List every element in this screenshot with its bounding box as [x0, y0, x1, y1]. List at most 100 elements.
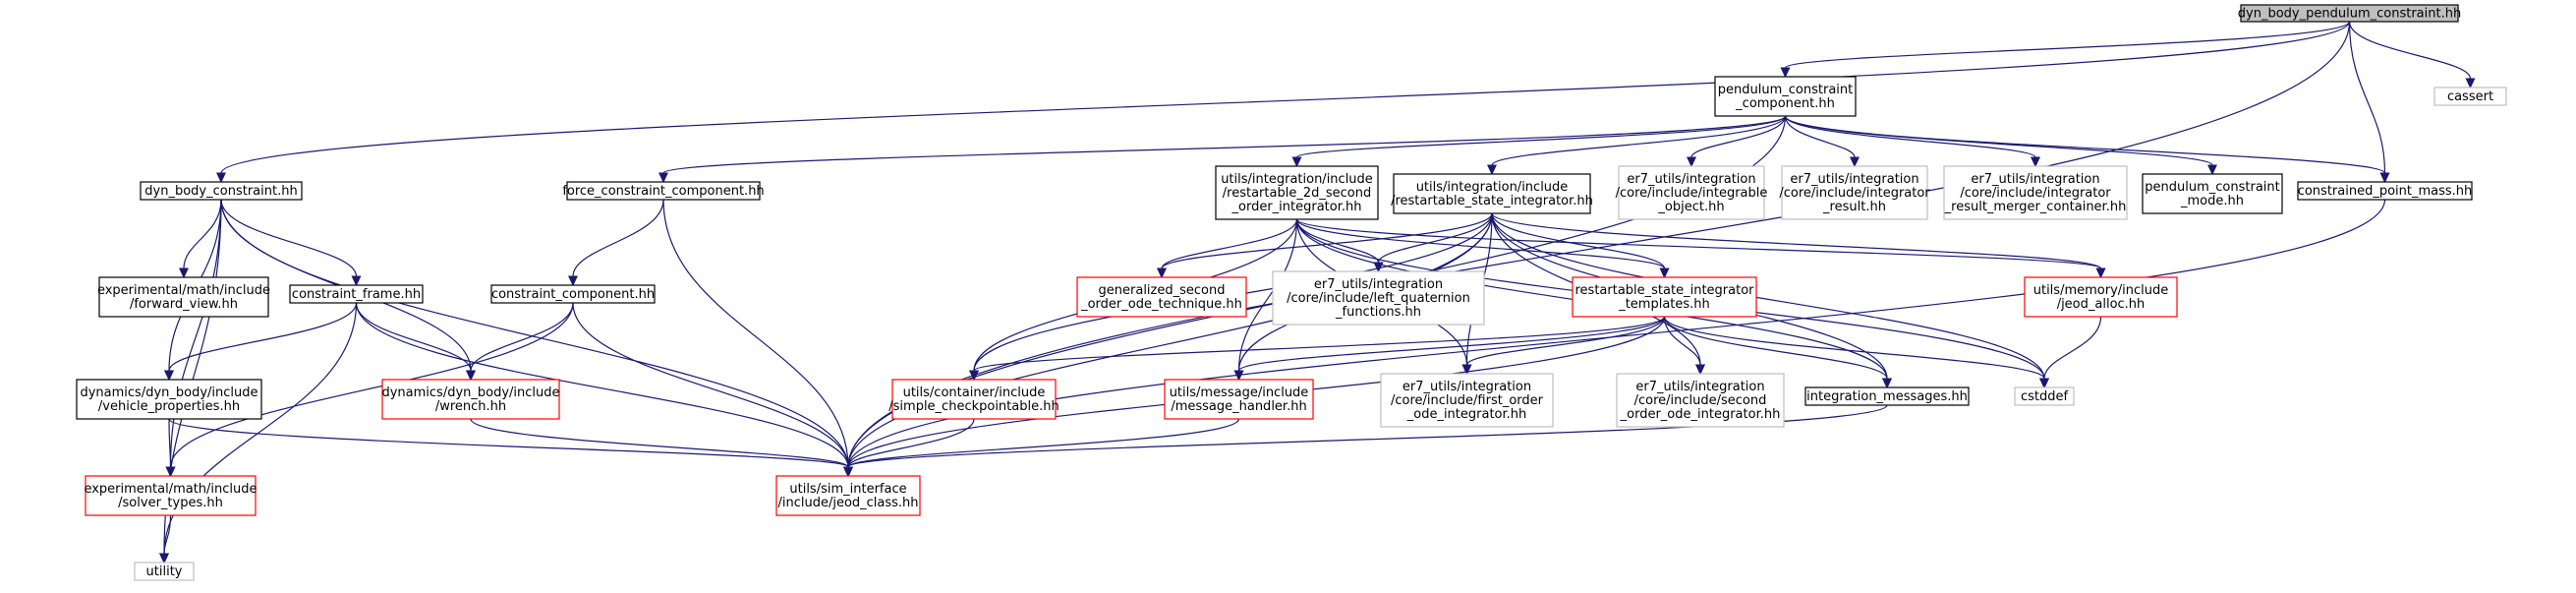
dependency-edge [164, 302, 358, 382]
node-label-line: utility [146, 564, 183, 579]
edge-line [662, 199, 849, 468]
file-node-pcmode[interactable]: pendulum_constraint_mode.hh [2142, 173, 2283, 214]
node-label-line: cstddef [2021, 389, 2069, 404]
node-label-line: /wrench.hh [435, 399, 506, 414]
node-label-line: _order_ode_technique.hh [1080, 297, 1242, 312]
file-node-mh[interactable]: utils/message/include/message_handler.hh [1164, 379, 1314, 420]
node-label-line: pendulum_constraint [1718, 83, 1853, 97]
edge-line [847, 418, 975, 468]
edge-arrowhead [2207, 164, 2217, 176]
node-label-line: dyn_body_constraint.hh [144, 184, 297, 199]
file-node-root[interactable]: dyn_body_pendulum_constraint.hh [2238, 4, 2461, 23]
file-node-gsoot[interactable]: generalized_second_order_ode_technique.h… [1076, 276, 1247, 318]
node-label-line: constraint_component.hh [491, 287, 655, 302]
dependency-edge [1373, 212, 1493, 273]
edge-line [2348, 21, 2472, 80]
node-box [490, 284, 656, 304]
edge-line [220, 199, 849, 468]
file-node-imsg[interactable]: integration_messages.hh [1804, 386, 1970, 406]
dependency-edge [1780, 21, 2351, 79]
edge-line [1784, 115, 2386, 174]
node-box [1804, 386, 1970, 406]
dependency-edge [165, 418, 176, 478]
edge-arrowhead [466, 370, 476, 382]
node-label-line: utils/message/include [1170, 385, 1309, 400]
node-box [1272, 270, 1485, 326]
node-label-line: generalized_second [1099, 283, 1226, 298]
dependency-edge [2039, 316, 2102, 389]
file-node-fview[interactable]: experimental/math/include/forward_view.h… [97, 276, 270, 318]
file-node-dbc[interactable]: dyn_body_constraint.hh [140, 181, 303, 201]
dependency-edge [2348, 21, 2476, 89]
file-node-jalloc[interactable]: utils/memory/include/jeod_alloc.hh [2024, 276, 2178, 318]
node-box [1618, 165, 1765, 220]
dependency-edge [1784, 115, 2217, 176]
node-box [891, 379, 1057, 420]
file-node-solver[interactable]: experimental/math/include/solver_types.h… [84, 475, 258, 516]
dependency-edge [1663, 316, 1705, 376]
node-box [289, 284, 424, 304]
node-label-line: /jeod_alloc.hh [2057, 297, 2146, 312]
edge-line [1690, 115, 1787, 158]
node-box [85, 475, 257, 516]
file-node-scp[interactable]: utils/container/include/simple_checkpoin… [888, 379, 1059, 420]
node-label-line: /forward_view.hh [130, 297, 238, 312]
node-box [1380, 373, 1554, 428]
node-label-line: /core/include/left_quaternion [1287, 291, 1470, 306]
dependency-edge [843, 21, 2351, 478]
dependency-edge [1784, 115, 2040, 168]
node-label-line: _templates.hh [1618, 297, 1710, 312]
dependency-edge [165, 199, 222, 478]
edge-arrowhead [2465, 78, 2476, 89]
dependency-edge [658, 115, 1787, 184]
edge-line [1161, 218, 1298, 269]
file-node-pcc[interactable]: pendulum_constraint_component.hh [1714, 76, 1857, 117]
edge-line [1784, 21, 2351, 69]
node-box [1076, 276, 1247, 318]
edge-line [847, 404, 1888, 468]
node-label-line: /solver_types.hh [118, 496, 223, 510]
node-box [1164, 379, 1314, 420]
file-node-vprops[interactable]: dynamics/dyn_body/include/vehicle_proper… [76, 379, 262, 420]
edge-arrowhead [1695, 364, 1705, 376]
dependency-edge [168, 418, 853, 478]
node-label-line: /core/include/integrator [1960, 186, 2111, 201]
file-node-cpm[interactable]: constrained_point_mass.hh [2297, 181, 2473, 201]
node-label-line: _object.hh [1657, 200, 1724, 214]
edge-line [220, 199, 358, 277]
node-box [98, 276, 269, 318]
node-box [2433, 87, 2507, 106]
file-node-ccomp[interactable]: constraint_component.hh [490, 284, 656, 304]
dependency-edge [466, 302, 574, 382]
node-label-line: er7_utils/integration [1627, 172, 1755, 187]
file-node-wrench[interactable]: dynamics/dyn_body/include/wrench.hh [381, 379, 560, 420]
file-node-jeod[interactable]: utils/sim_interface/include/jeod_class.h… [775, 475, 921, 516]
file-node-cframe[interactable]: constraint_frame.hh [289, 284, 424, 304]
edge-arrowhead [179, 267, 189, 279]
edge-arrowhead [1487, 164, 1497, 176]
dependency-edge [1687, 115, 1787, 168]
file-node-rsi[interactable]: utils/integration/include/restartable_st… [1391, 173, 1593, 214]
node-label-line: er7_utils/integration [1971, 172, 2099, 187]
edge-line [1663, 316, 2045, 380]
edge-line [1491, 212, 2102, 269]
node-label-line: _mode.hh [2180, 194, 2244, 208]
node-label-line: utils/container/include [903, 385, 1046, 400]
edge-arrowhead [969, 370, 979, 382]
node-label-line: er7_utils/integration [1790, 172, 1918, 187]
node-label-line: _result_merger_container.hh [1944, 200, 2127, 214]
node-label-line: restartable_state_integrator [1575, 283, 1755, 298]
file-node-rsit[interactable]: restartable_state_integrator_templates.h… [1572, 276, 1757, 318]
edge-line [1663, 316, 1701, 366]
edge-line [470, 418, 849, 468]
file-node-cstddef: cstddef [2014, 386, 2075, 406]
node-box [1781, 165, 1928, 220]
node-label-line: experimental/math/include [84, 482, 257, 497]
edge-line [572, 199, 664, 277]
node-label-line: er7_utils/integration [1635, 380, 1764, 394]
edge-line [662, 115, 1787, 174]
node-label-line: experimental/math/include [97, 283, 270, 298]
file-node-fcc[interactable]: force_constraint_component.hh [562, 181, 765, 201]
file-node-r2d[interactable]: utils/integration/include/restartable_2d… [1215, 165, 1379, 220]
node-label-line: _functions.hh [1335, 305, 1421, 320]
